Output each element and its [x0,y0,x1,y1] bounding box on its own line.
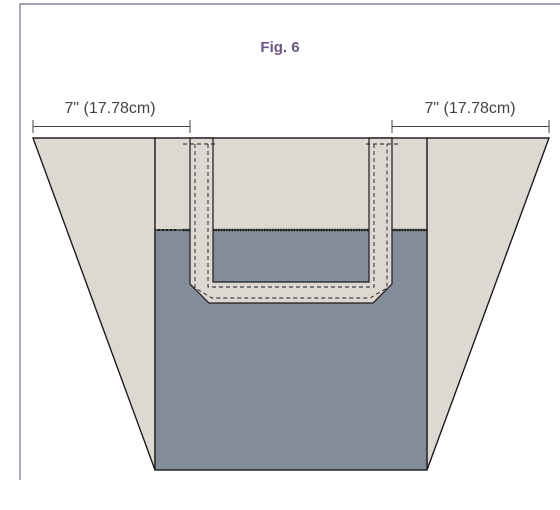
right-dimension-label: 7" (17.78cm) [424,100,515,117]
strap-stitching [183,143,399,299]
right-dimension-line [391,120,550,133]
outline-strokes [32,137,550,471]
figure-title: Fig. 6 [260,39,299,56]
bag-outline [32,137,550,471]
left-dimension-line [32,120,191,133]
dimension-lines [32,120,550,133]
strap-left-stitch-outer [194,144,388,299]
left-dimension-label: 7" (17.78cm) [64,100,155,117]
strap-left-stitch-inner [207,144,375,288]
figure-frame [19,3,560,480]
